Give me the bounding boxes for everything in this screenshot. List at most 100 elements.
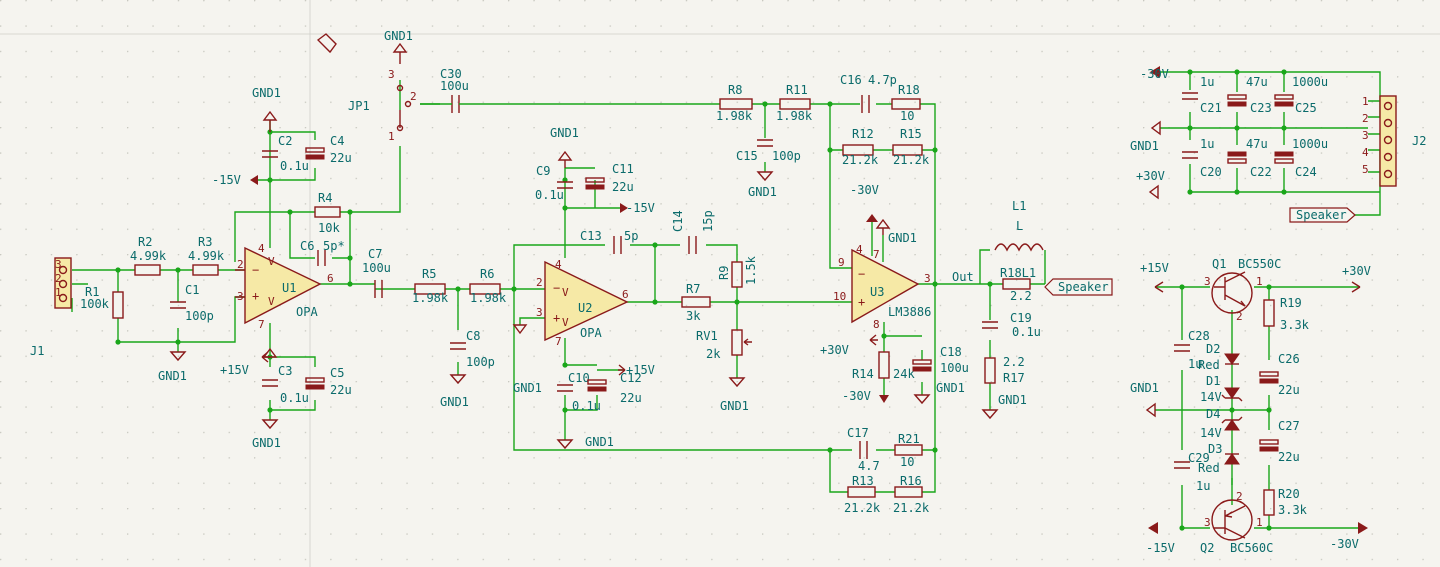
u1-plus-sign: + [252, 289, 259, 303]
capacitor-c10[interactable]: C10 0.1u [557, 371, 601, 413]
r15-value: 21.2k [893, 153, 930, 167]
capacitor-c2[interactable]: C2 0.1u [262, 134, 309, 173]
resistor-r2[interactable]: R2 4.99k [130, 235, 167, 276]
capacitor-c19[interactable]: C19 0.1u [982, 311, 1041, 339]
connector-j1[interactable]: J1 3 2 1 [30, 257, 72, 358]
resistor-r14[interactable]: R14 24k [852, 351, 915, 381]
capacitor-c22[interactable]: 47u C22 [1227, 137, 1272, 179]
capacitor-c30[interactable]: C30 100u [420, 67, 469, 113]
resistor-r9[interactable]: R9 1.5k [717, 255, 758, 288]
gnd-label-c3: GND1 [252, 436, 281, 450]
capacitor-c21[interactable]: 1u C21 [1182, 75, 1222, 115]
capacitor-c26[interactable]: C26 22u [1259, 352, 1300, 397]
capacitor-c29[interactable]: C29 1u [1174, 451, 1210, 493]
transistor-q1[interactable]: Q1 BC550C 3 1 2 [1204, 257, 1281, 323]
u1-ref: U1 [282, 281, 296, 295]
gnd-label-jp1: GND1 [384, 29, 413, 43]
inductor-l1[interactable]: L1 L [994, 199, 1044, 252]
u2-ref: U2 [578, 301, 592, 315]
opamp-u1[interactable]: − + V V U1 OPA 2 3 6 4 7 [235, 242, 334, 331]
u1-minus-sign: − [252, 263, 259, 277]
resistor-r20[interactable]: R20 3.3k [1263, 487, 1308, 517]
q2-pin3: 3 [1204, 516, 1211, 529]
capacitor-c6[interactable]: C6 5p* [300, 239, 345, 266]
c18-ref: C18 [940, 345, 962, 359]
capacitor-c7[interactable]: C7 100u [362, 247, 391, 298]
resistor-r5[interactable]: R5 1.98k [412, 267, 449, 305]
capacitor-c13[interactable]: C13 5p [580, 229, 638, 254]
capacitor-c25[interactable]: 1000u C25 [1274, 75, 1328, 115]
capacitor-c4[interactable]: C4 22u [305, 134, 352, 165]
resistor-r19[interactable]: R19 3.3k [1263, 296, 1310, 332]
resistor-r16[interactable]: R16 21.2k [893, 474, 930, 515]
capacitor-c27[interactable]: C27 22u [1259, 419, 1300, 464]
capacitor-c3[interactable]: C3 0.1u [262, 364, 309, 405]
capacitor-c14[interactable]: C14 15p [671, 210, 715, 254]
resistor-r1[interactable]: R1 100k [80, 285, 124, 319]
resistor-r4[interactable]: R4 10k [314, 191, 341, 235]
speaker-net-label[interactable]: Speaker [1044, 278, 1113, 296]
d3-ref: D3 [1208, 442, 1222, 456]
speaker-net-label-j2[interactable]: Speaker [1289, 207, 1356, 223]
resistor-r8[interactable]: R8 1.98k [716, 83, 753, 123]
resistor-r3[interactable]: R3 4.99k [188, 235, 225, 276]
diode-d1[interactable]: D1 14V [1200, 374, 1243, 404]
capacitor-c1[interactable]: C1 100p [170, 283, 214, 323]
transistor-q2[interactable]: Q2 BC560C 3 1 2 [1200, 490, 1273, 555]
resistor-r21[interactable]: R21 10 [894, 432, 923, 469]
jumper-jp1[interactable]: JP1 3 2 1 [348, 68, 417, 143]
c14-value: 15p [701, 210, 715, 232]
u3-pin10: 10 [833, 290, 846, 303]
capacitor-c20[interactable]: 1u C20 [1182, 137, 1222, 179]
diode-d2[interactable]: D2 Red [1198, 342, 1240, 372]
diode-d3[interactable]: D3 Red [1198, 442, 1240, 475]
resistor-r18[interactable]: R18 10 [891, 83, 921, 123]
capacitor-c8[interactable]: C8 100p [450, 329, 495, 369]
c16-ref: C16 [840, 73, 862, 87]
neg30-label-reg: -30V [1330, 537, 1359, 551]
d2-ref: D2 [1206, 342, 1220, 356]
capacitor-c28[interactable]: C28 1u [1174, 329, 1210, 371]
resistor-r11[interactable]: R11 1.98k [776, 83, 813, 123]
resistor-r13[interactable]: R13 21.2k [844, 474, 881, 515]
opamp-u3[interactable]: − + U3 LM3886 9 10 3 4 7 8 [833, 243, 931, 331]
capacitor-c16[interactable]: C16 4.7p [840, 73, 897, 113]
potentiometer-rv1[interactable]: RV1 2k [696, 329, 752, 361]
u2-pin2: 2 [536, 276, 543, 289]
capacitor-c18[interactable]: C18 100u [912, 345, 969, 375]
r5-value: 1.98k [412, 291, 449, 305]
capacitor-c15[interactable]: C15 100p [736, 139, 801, 163]
c8-value: 100p [466, 355, 495, 369]
r16-ref: R16 [900, 474, 922, 488]
capacitor-c23[interactable]: 47u C23 [1227, 75, 1272, 115]
c23-ref: C23 [1250, 101, 1272, 115]
r16-value: 21.2k [893, 501, 930, 515]
r20-value: 3.3k [1278, 503, 1308, 517]
q1-pin2: 2 [1236, 310, 1243, 323]
opamp-u2[interactable]: − + V V U2 OPA 2 3 6 4 7 [536, 258, 629, 348]
c11-ref: C11 [612, 162, 634, 176]
c30-value: 100u [440, 79, 469, 93]
c29-value: 1u [1196, 479, 1210, 493]
r14-ref: R14 [852, 367, 874, 381]
resistor-r18l1[interactable]: R18L1 2.2 [1000, 266, 1036, 303]
capacitor-c5[interactable]: C5 22u [305, 366, 352, 397]
capacitor-c17[interactable]: C17 4.7 [847, 426, 880, 473]
capacitor-c9[interactable]: C9 0.1u [535, 164, 573, 202]
u3-plus-sign: + [858, 295, 865, 309]
resistor-r12[interactable]: R12 21.2k [842, 127, 879, 167]
resistor-r6[interactable]: R6 1.98k [469, 267, 507, 305]
capacitor-c11[interactable]: C11 22u [585, 162, 634, 194]
diode-d4[interactable]: D4 14V [1200, 407, 1243, 440]
capacitor-c12[interactable]: C12 22u [587, 371, 642, 405]
neg30-label-psu: -30V [1140, 67, 1169, 81]
resistor-r7[interactable]: R7 3k [681, 282, 711, 323]
resistor-r15[interactable]: R15 21.2k [892, 127, 930, 167]
u1-v-minus-label: V [268, 255, 275, 268]
r4-ref: R4 [318, 191, 332, 205]
capacitor-c24[interactable]: 1000u C24 [1274, 137, 1328, 179]
gnd-label-c2: GND1 [252, 86, 281, 100]
r12-value: 21.2k [842, 153, 879, 167]
connector-j2[interactable]: 1 2 3 4 5 J2 [1362, 95, 1426, 187]
resistor-r17[interactable]: 2.2 R17 [984, 355, 1025, 385]
